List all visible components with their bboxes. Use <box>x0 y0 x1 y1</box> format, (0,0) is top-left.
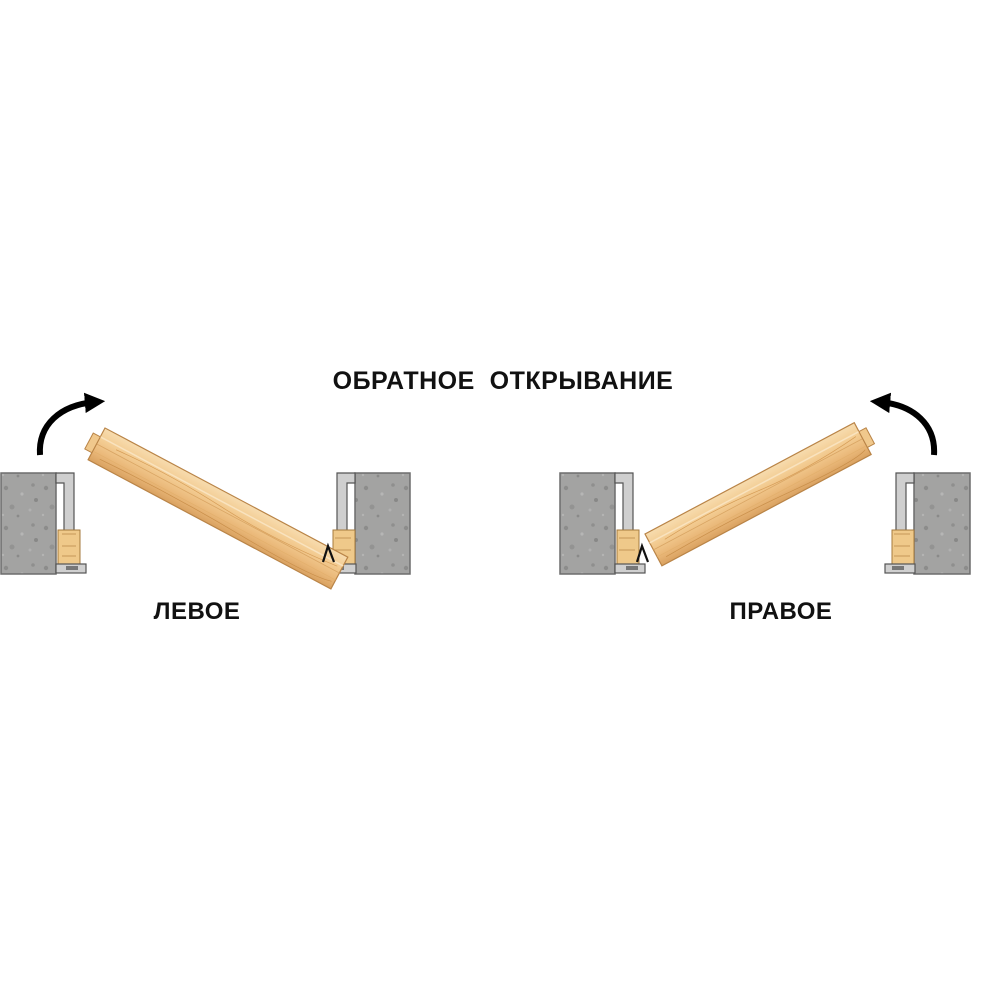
right-label: ПРАВОЕ <box>730 598 833 625</box>
right-wall-block-right <box>884 472 971 575</box>
left-label: ЛЕВОЕ <box>154 598 241 625</box>
right-hinge-icon <box>635 542 650 563</box>
left-opening-arrow-icon <box>36 392 106 456</box>
left-door-scheme <box>0 392 411 590</box>
left-hinge-icon <box>321 542 336 563</box>
right-opening-arrow-icon <box>869 392 938 456</box>
right-wall-block-left <box>559 472 646 575</box>
left-wall-block-left <box>0 472 87 575</box>
right-door-leaf <box>644 421 876 567</box>
right-door-scheme <box>559 392 971 575</box>
diagram-title: ОБРАТНОЕ ОТКРЫВАНИЕ <box>333 367 674 395</box>
left-door-leaf <box>84 427 349 590</box>
